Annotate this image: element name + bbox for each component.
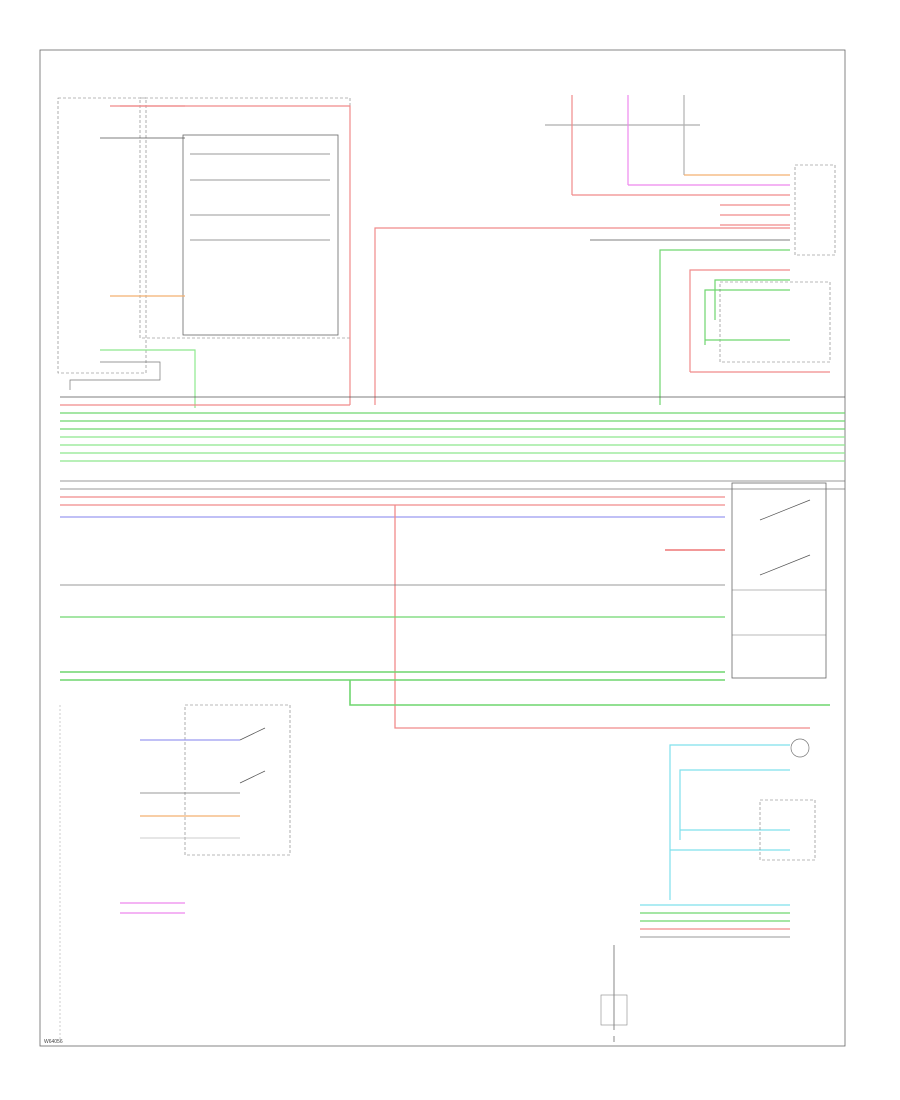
top-left-junction-block [57,97,351,408]
diagram-frame [39,49,846,1047]
light-control-assembly [731,482,827,679]
headlight-dimmer-switch [59,704,291,1040]
bottom-right-sensor-circuits [600,738,816,1042]
top-right-fuse-feeds [374,95,836,405]
diagram-code: W64056 [44,1039,63,1045]
main-wire-bus [60,396,845,729]
